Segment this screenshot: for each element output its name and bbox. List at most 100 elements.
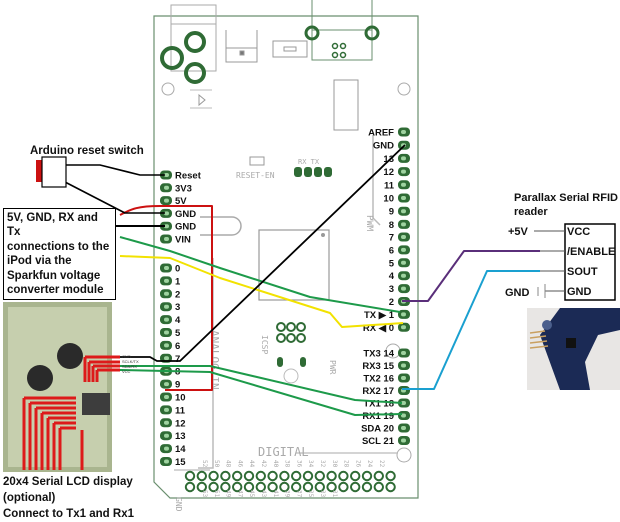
digital-header-pin	[291, 481, 302, 493]
power-led	[283, 368, 299, 384]
analog-pin-label: 4	[175, 315, 181, 326]
switch-component	[272, 40, 308, 58]
pwm-pin-label: 9	[389, 207, 394, 218]
header-pin-hole	[401, 312, 406, 317]
analog-pin-label: 13	[175, 431, 186, 442]
digital-pin-number: 46	[236, 460, 243, 468]
digital-pin-number: 28	[343, 460, 350, 468]
digital-header-pin	[184, 470, 196, 482]
header-pin-hole	[401, 273, 406, 278]
rfid-title: Parallax Serial RFID reader	[514, 192, 618, 220]
rfid-title-line: reader	[514, 205, 548, 218]
digital-header-pin	[326, 470, 337, 482]
digital-pin-number: 34	[307, 460, 314, 468]
rfid-title-line: Parallax Serial RFID	[514, 192, 618, 204]
rx-tx-header	[294, 167, 332, 177]
reset-en-label: RESET-EN	[236, 171, 275, 180]
wire-reset-gnd-black	[64, 181, 165, 214]
digital-header-pin	[220, 470, 231, 482]
header-pin-hole	[164, 291, 169, 296]
wire-reset-black	[65, 164, 165, 176]
digital-pin-number: 51	[213, 490, 220, 498]
mcu-chip	[258, 229, 330, 301]
header-pin-hole	[401, 169, 406, 174]
header-pin-hole	[401, 260, 406, 265]
digital-header-pin	[196, 470, 208, 482]
pwm-pin-label: 12	[383, 167, 394, 178]
comm-pin-label: TX1 18	[363, 399, 394, 410]
pwm-label: PWM	[364, 215, 374, 232]
ipod-note-line: iPod via the	[7, 255, 72, 268]
header-pin-hole	[164, 185, 169, 190]
header-pin-hole	[164, 459, 169, 464]
digital-pin-number: 53	[201, 490, 208, 498]
digital-header-pin	[373, 470, 384, 482]
arduino-mega-board-outline	[153, 15, 419, 499]
reset-switch	[36, 156, 67, 188]
lcd-display-photo: GND SCLK/TX SDA/RX VCC	[3, 302, 139, 472]
digital-pin-number: 26	[354, 460, 361, 468]
pwm-pin-label: 4	[389, 271, 395, 282]
ipod-note-line: Sparkfun voltage	[7, 269, 101, 282]
pwm-pin-label: AREF	[368, 128, 394, 139]
header-pin-hole	[164, 237, 169, 241]
digital-header-pin	[302, 470, 314, 482]
wire-lcd-tx-green	[120, 365, 403, 404]
pwm-pin-label: 5	[389, 258, 395, 269]
header-pin-hole	[164, 446, 169, 451]
pwm-pin-label: RX ◀ 0	[363, 323, 394, 334]
header-pin-hole	[164, 224, 169, 229]
analog-pin-label: 7	[175, 354, 180, 365]
header-pin-hole	[401, 438, 406, 443]
digital-header-pin	[243, 470, 255, 482]
digital-header-pin	[361, 481, 373, 493]
mounting-hole	[397, 82, 411, 96]
digital-header-pin	[232, 481, 243, 493]
power-pin-label: VIN	[175, 235, 191, 246]
analog-pin-label: 14	[175, 444, 186, 455]
header-pin-hole	[401, 426, 406, 430]
header-pin-hole	[164, 278, 169, 283]
digital-pin-number: 48	[225, 460, 232, 468]
rfid-supply-label: +5V	[508, 226, 529, 238]
digital-header-pin	[267, 481, 278, 493]
wire-sout-cyan	[402, 270, 540, 390]
reset-en-pad	[249, 156, 265, 166]
lcd-caption: 20x4 Serial LCD display (optional) Conne…	[3, 474, 134, 522]
pwm-pin-label: GND	[373, 141, 394, 152]
header-pin-hole	[164, 266, 169, 270]
header-pin-hole	[164, 173, 169, 177]
ipod-note-line: converter module	[7, 283, 104, 296]
header-pin-hole	[401, 222, 406, 227]
header-pin-hole	[164, 317, 169, 322]
digital-pin-number: 45	[248, 490, 255, 498]
header-pin-hole	[401, 235, 406, 239]
header-pin-hole	[164, 395, 169, 399]
analog-in-label: ANALOG IN	[208, 330, 221, 390]
digital-header-pin	[314, 481, 325, 493]
digital-pin-number: 39	[284, 490, 291, 498]
power-pin-label: 5V	[175, 196, 187, 207]
pwm-pin-label: 6	[389, 245, 394, 256]
digital-header-pin	[243, 481, 255, 493]
digital-pin-number: 35	[307, 490, 314, 498]
rfid-module: VCC /ENABLE SOUT GND +5V GND	[505, 223, 616, 301]
digital-header-pin	[255, 470, 266, 482]
icsp-header	[276, 322, 306, 343]
comm-pin-label: RX2 17	[362, 386, 394, 397]
digital-pin-number: 38	[284, 460, 291, 468]
digital-header-pin	[326, 481, 337, 493]
comm-pin-label: SDA 20	[361, 424, 394, 435]
digital-pin-number: 36	[295, 460, 302, 468]
header-pin-hole	[164, 304, 169, 309]
rfid-pin-sout: SOUT	[567, 266, 598, 278]
header-pin-hole	[164, 356, 169, 361]
digital-pin-number: 30	[331, 460, 338, 468]
digital-pin-number: 44	[248, 460, 255, 468]
lcd-pin-sda: SDA/RX	[122, 364, 137, 369]
digital-pin-number: 41	[272, 490, 279, 498]
analog-pin-label: 12	[175, 418, 186, 429]
